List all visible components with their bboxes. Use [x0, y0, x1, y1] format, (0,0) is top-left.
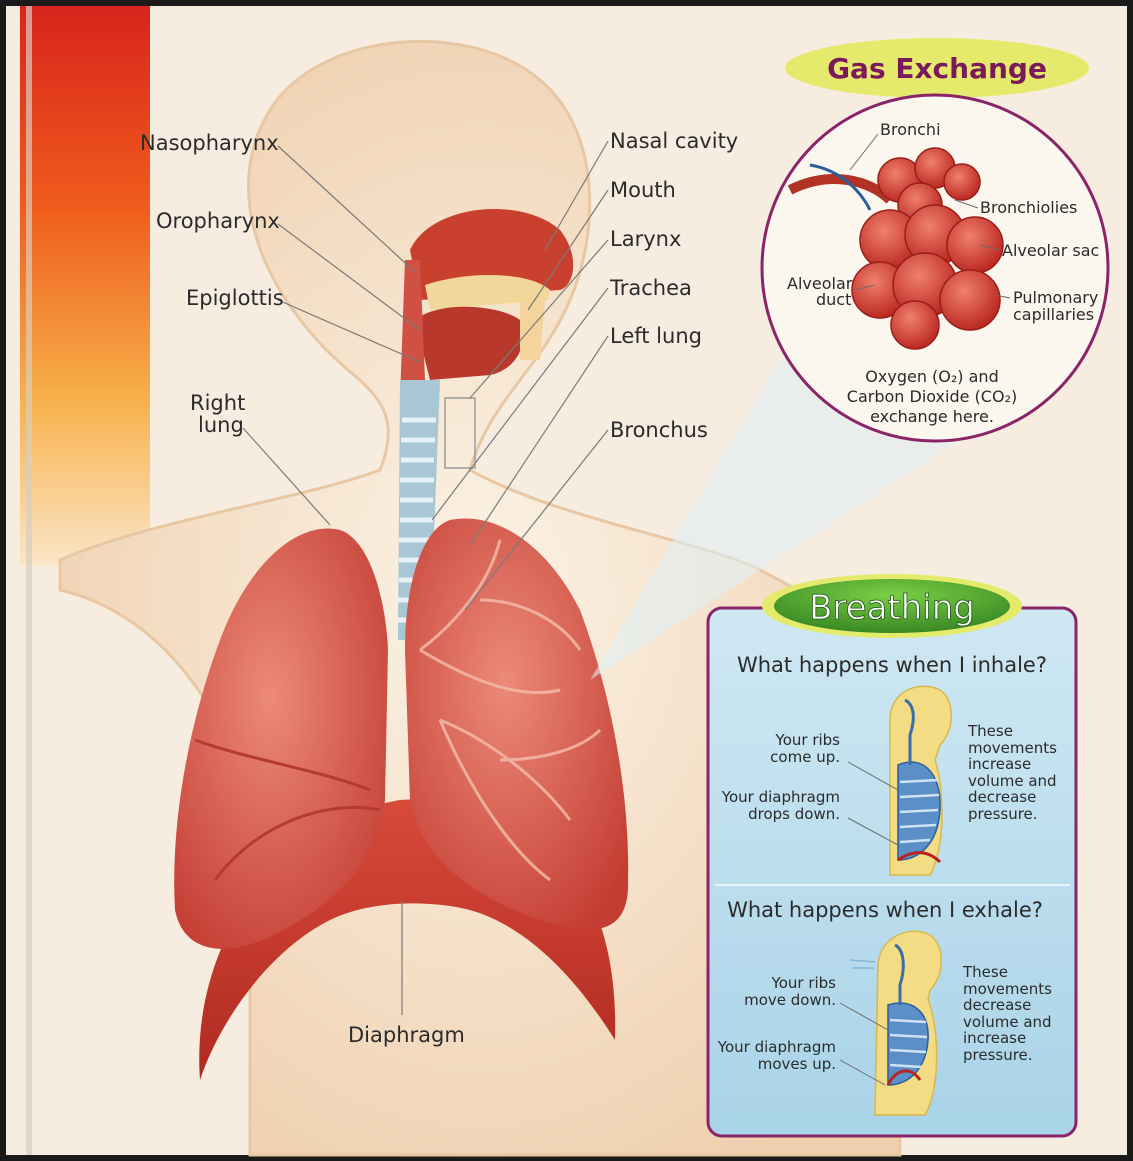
label-left-lung: Left lung — [610, 324, 702, 348]
label-larynx: Larynx — [610, 227, 681, 251]
label-nasopharynx: Nasopharynx — [140, 131, 279, 155]
inhale-note-5: decrease — [968, 788, 1036, 806]
exhale-ribs-text: Your ribs — [771, 974, 837, 992]
inhale-question: What happens when I inhale? — [737, 653, 1047, 677]
label-epiglottis: Epiglottis — [186, 286, 284, 310]
exhale-ribs-text-line2: move down. — [744, 991, 836, 1009]
breathing-panel: Breathing What happens when I inhale? Yo… — [708, 574, 1076, 1136]
label-pulmonary-capillaries-line2: capillaries — [1013, 305, 1094, 324]
label-nasal-cavity: Nasal cavity — [610, 129, 738, 153]
breathing-title: Breathing — [809, 588, 975, 628]
inhale-note-1: These — [967, 722, 1013, 740]
gas-exchange-caption-3: exchange here. — [870, 407, 994, 426]
inhale-note-3: increase — [968, 755, 1031, 773]
exhale-diaphragm-text: Your diaphragm — [717, 1038, 836, 1056]
label-right-lung-line2: lung — [198, 413, 244, 437]
color-strip — [20, 6, 150, 566]
exhale-note-5: increase — [963, 1029, 1026, 1047]
inhale-diaphragm-text: Your diaphragm — [721, 788, 840, 806]
label-mouth: Mouth — [610, 178, 676, 202]
exhale-note-1: These — [962, 963, 1008, 981]
label-bronchioles: Bronchiolies — [980, 198, 1077, 217]
exhale-diaphragm-text-line2: moves up. — [758, 1055, 836, 1073]
inhale-ribs-text: Your ribs — [775, 731, 841, 749]
gas-exchange-title: Gas Exchange — [827, 52, 1047, 85]
exhale-note-3: decrease — [963, 996, 1031, 1014]
gas-exchange-caption-2: Carbon Dioxide (CO₂) — [847, 387, 1017, 406]
label-trachea: Trachea — [609, 276, 692, 300]
label-diaphragm: Diaphragm — [348, 1023, 465, 1047]
exhale-note-6: pressure. — [963, 1046, 1033, 1064]
exhale-question: What happens when I exhale? — [727, 898, 1043, 922]
gas-exchange-caption-1: Oxygen (O₂) and — [865, 367, 998, 386]
label-alveolar-sac: Alveolar sac — [1002, 241, 1099, 260]
inhale-ribs-text-line2: come up. — [770, 748, 840, 766]
label-bronchi: Bronchi — [880, 120, 941, 139]
inhale-note-6: pressure. — [968, 805, 1038, 823]
label-right-lung: Right — [190, 391, 245, 415]
inhale-diaphragm-text-line2: drops down. — [748, 805, 840, 823]
label-oropharynx: Oropharynx — [156, 209, 280, 233]
label-alveolar-duct-line2: duct — [816, 290, 851, 309]
label-bronchus: Bronchus — [610, 418, 708, 442]
